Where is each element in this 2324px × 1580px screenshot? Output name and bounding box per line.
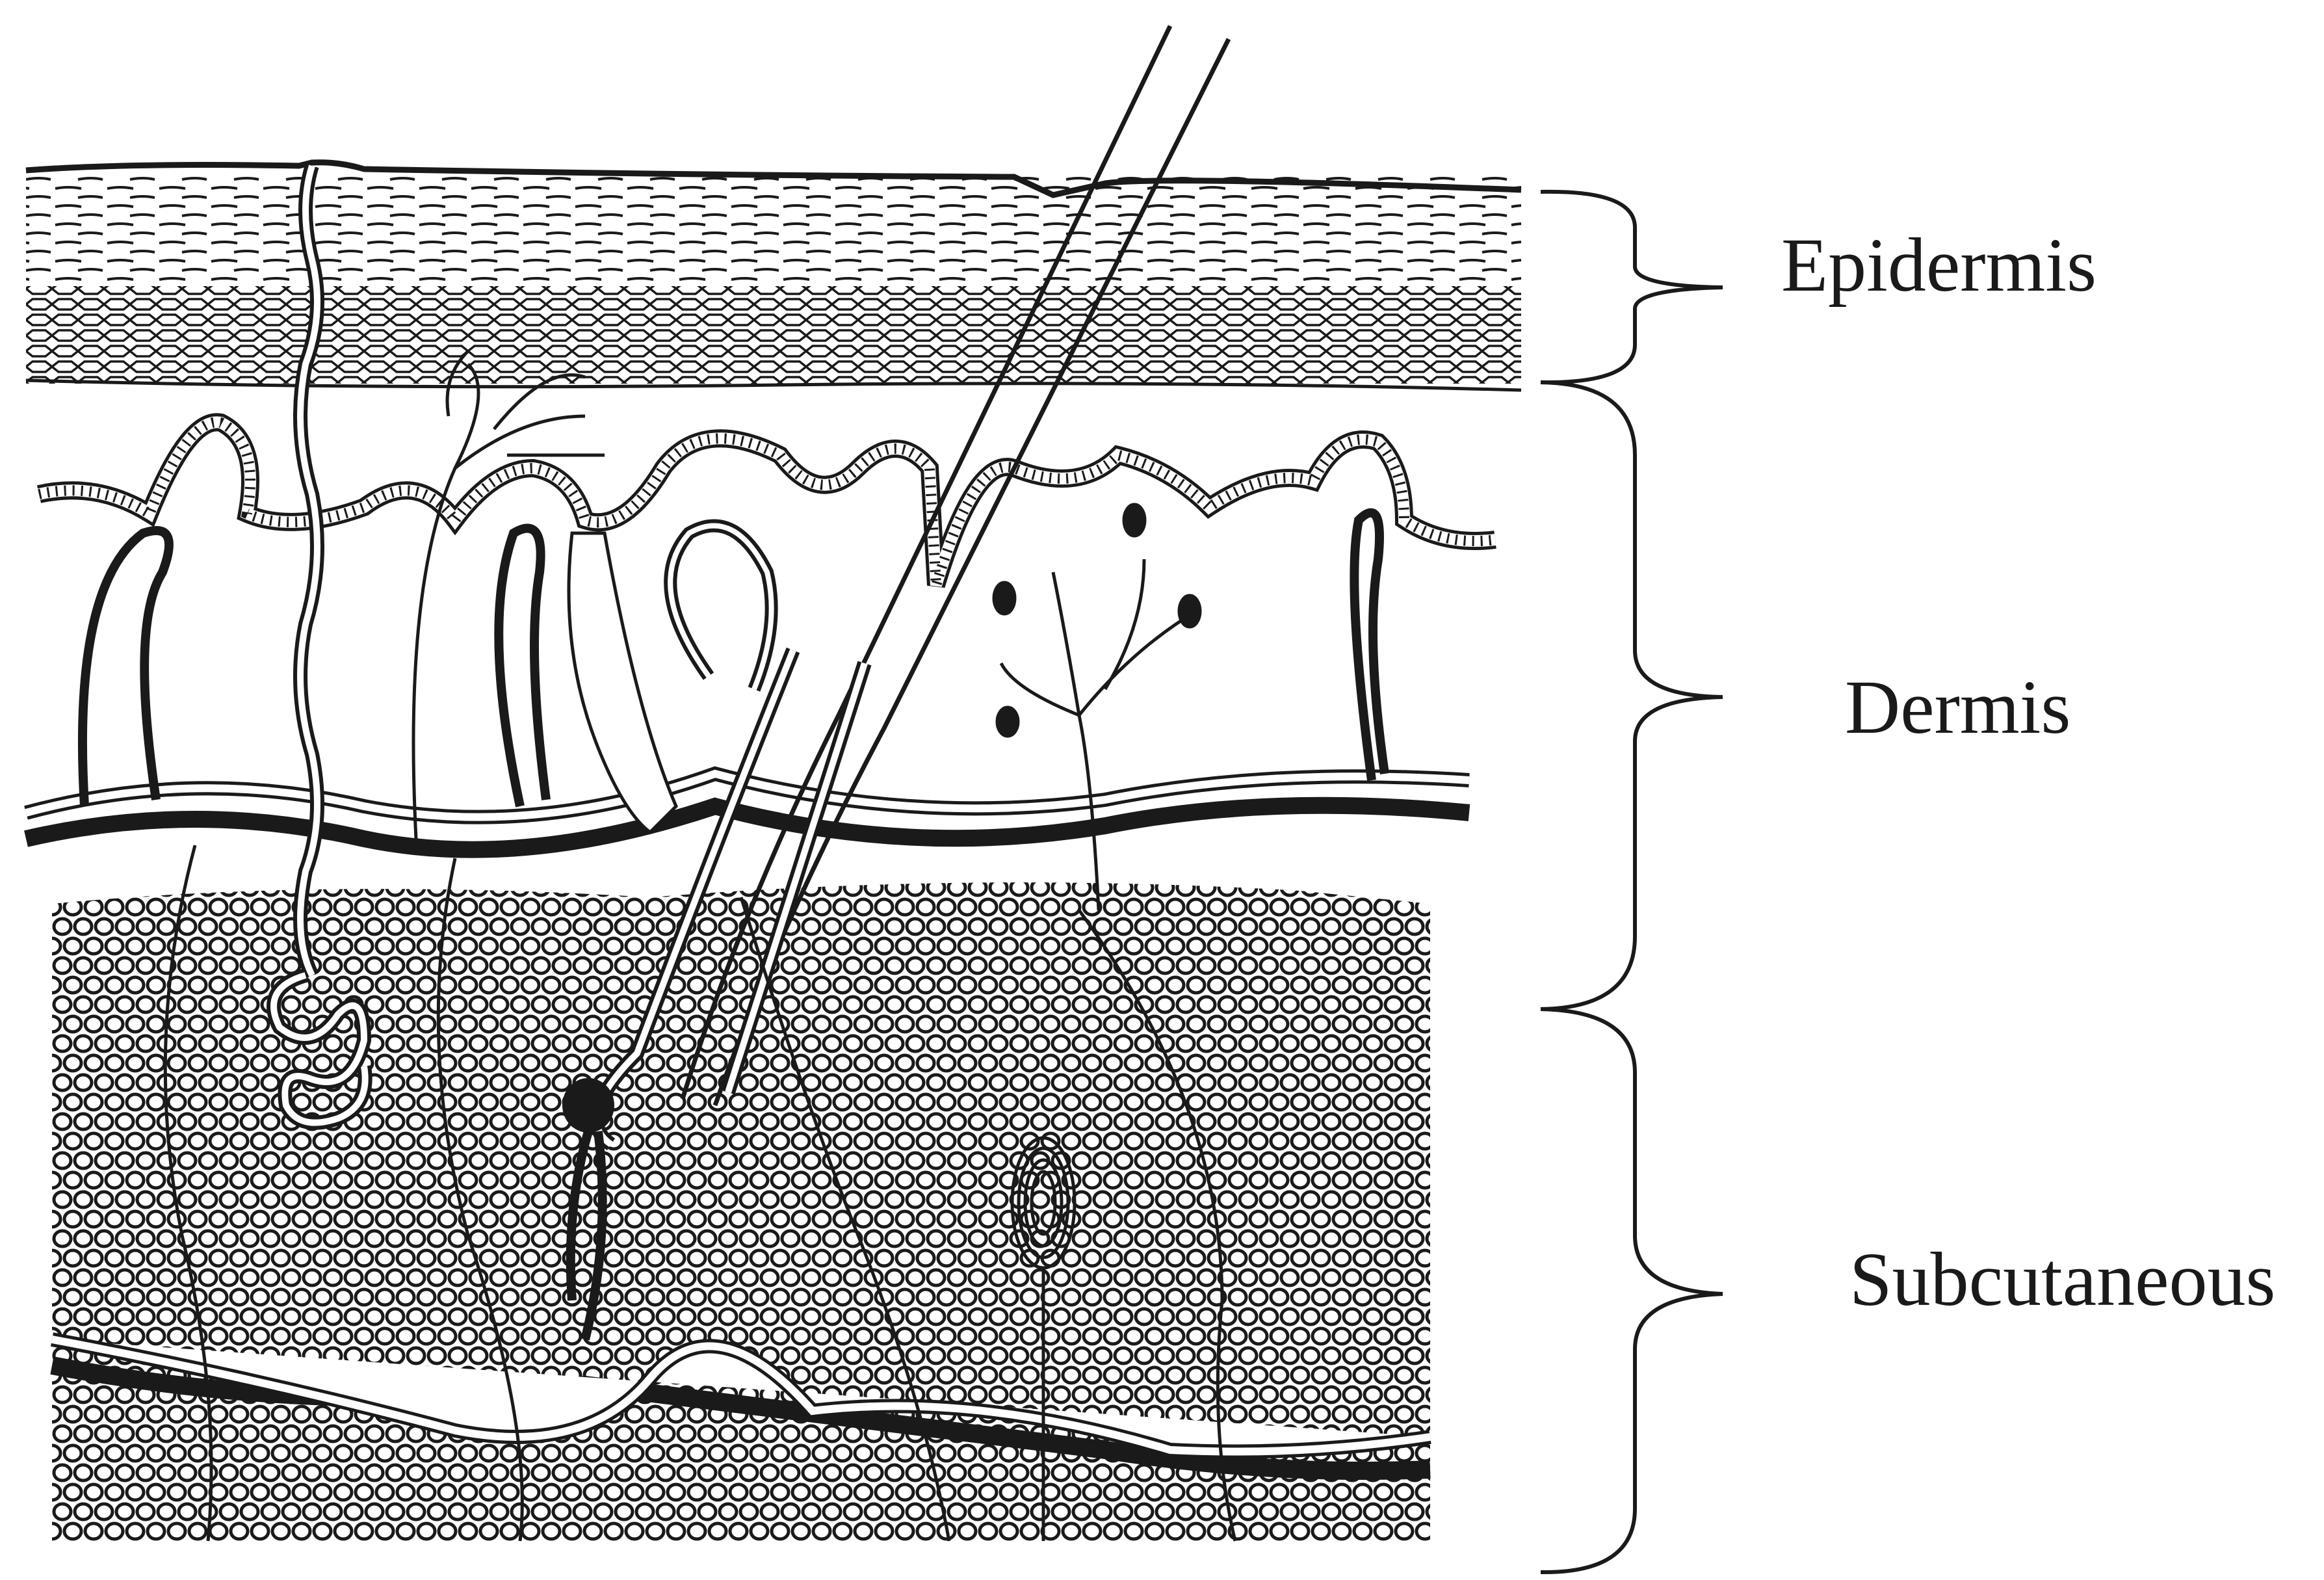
epidermis-bracket	[1541, 192, 1723, 382]
dermal-vessels	[26, 774, 1469, 850]
dermis-bracket	[1541, 382, 1723, 1009]
dermal-artery	[26, 806, 1469, 850]
epidermis-label: Epidermis	[1781, 221, 2096, 309]
capillary-loops	[83, 513, 1385, 806]
subcutaneous-bracket	[1541, 1009, 1723, 1572]
meissner-corpuscles	[994, 505, 1200, 736]
dermis-label: Dermis	[1845, 663, 2070, 752]
arrector-pili-muscle	[569, 533, 676, 832]
epidermis-layer	[26, 163, 1521, 390]
hair-bulb	[562, 1078, 614, 1133]
subcutaneous-label: Subcutaneous	[1849, 1235, 2275, 1324]
layer-brackets	[1541, 192, 1723, 1572]
tactile-receptor-nerves	[1001, 559, 1196, 910]
